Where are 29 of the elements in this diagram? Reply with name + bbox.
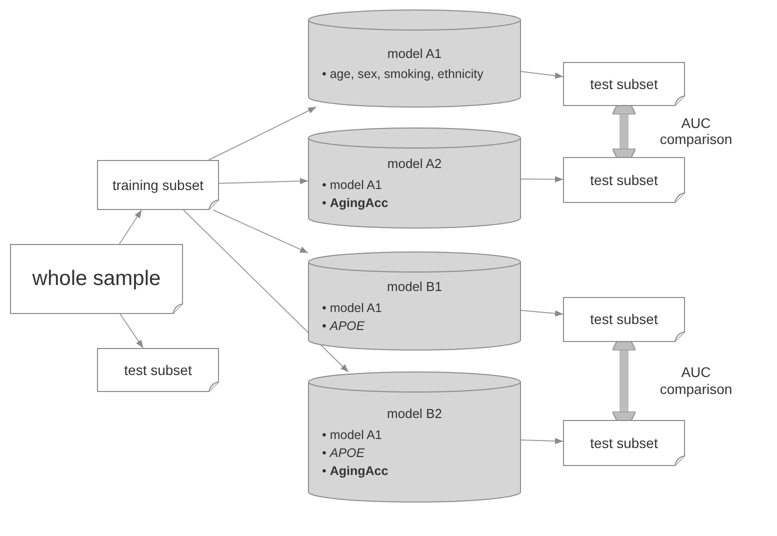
arrow [520,310,564,317]
box-text: test subset [590,434,658,452]
bullet-item: • APOE [322,318,366,335]
model-name: model A2 [387,156,442,172]
arrow [118,210,142,244]
arrow [520,70,564,79]
arrow [120,314,144,348]
arrow [182,210,349,372]
box-text: test subset [590,172,658,188]
box-text: test subset [590,311,658,328]
bullet-item: • AgingAcc [322,194,388,212]
arrow [212,210,308,254]
bullet-item: • age, sex, smoking, ethnicity [322,66,484,84]
bullet-item: • AgingAcc [322,462,388,480]
bullet-item: • model A1 [322,176,383,194]
box-text: whole sample [32,266,161,292]
bullet-item: • model A1 [322,426,383,444]
box-text: test subset [124,362,192,378]
model-name: model A1 [387,46,442,62]
box-text: test subset [590,76,658,92]
model-name: model B1 [387,279,442,295]
bullet-item: • APOE [322,444,366,462]
arrow [520,438,564,444]
bullet-item: • model A1 [322,300,382,317]
model-name: model B2 [387,406,442,422]
arrow [218,178,308,184]
arrow [208,106,317,160]
arrow [520,176,564,183]
box-text: training subset [112,176,204,194]
